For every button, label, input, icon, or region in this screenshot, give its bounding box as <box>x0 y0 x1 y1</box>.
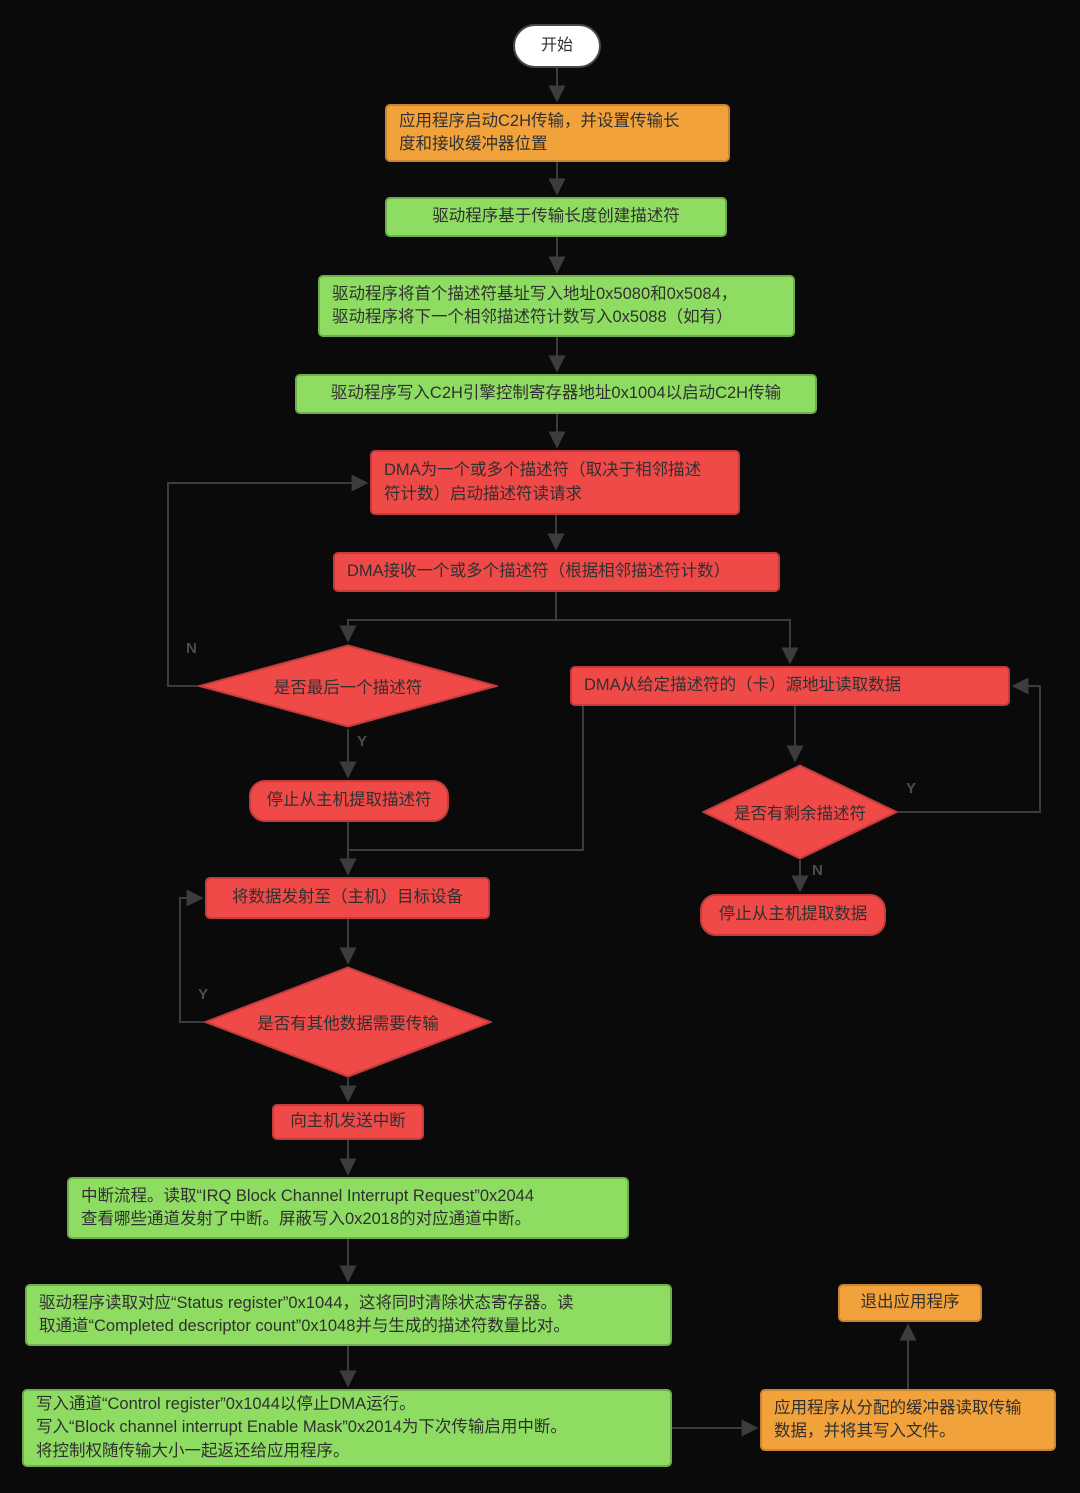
node-app-read-buffer-write-file: 应用程序从分配的缓冲器读取传输 数据，并将其写入文件。 <box>760 1389 1056 1451</box>
decision-label: 是否最后一个描述符 <box>273 679 423 697</box>
node-driver-write-control-register: 驱动程序写入C2H引擎控制寄存器地址0x1004以启动C2H传输 <box>295 374 817 414</box>
edge-label-last-descriptor-no: N <box>186 640 197 657</box>
node-interrupt-flow-read-irq-request: 中断流程。读取“IRQ Block Channel Interrupt Requ… <box>67 1177 629 1239</box>
node-send-interrupt-to-host: 向主机发送中断 <box>272 1104 424 1140</box>
node-write-control-register-stop-dma: 写入通道“Control register”0x1044以停止DMA运行。 写入… <box>22 1389 672 1467</box>
node-stop-fetch-descriptors: 停止从主机提取描述符 <box>249 780 449 822</box>
edge-label-remaining-no: N <box>812 862 823 879</box>
node-driver-read-status-register: 驱动程序读取对应“Status register”0x1044，这将同时清除状态… <box>25 1284 672 1346</box>
node-dma-descriptor-read-request: DMA为一个或多个描述符（取决于相邻描述 符计数）启动描述符读请求 <box>370 450 740 515</box>
decision-more-data-to-transmit: 是否有其他数据需要传输 <box>204 966 492 1078</box>
node-dma-read-data-from-card: DMA从给定描述符的（卡）源地址读取数据 <box>570 666 1010 706</box>
node-driver-write-descriptor-base: 驱动程序将首个描述符基址写入地址0x5080和0x5084， 驱动程序将下一个相… <box>318 275 795 337</box>
node-dma-receive-descriptors: DMA接收一个或多个描述符（根据相邻描述符计数） <box>333 552 780 592</box>
node-exit-application: 退出应用程序 <box>838 1284 982 1322</box>
edge-label-last-descriptor-yes: Y <box>357 733 368 750</box>
diamond-shape <box>702 764 898 860</box>
node-driver-create-descriptors: 驱动程序基于传输长度创建描述符 <box>385 197 727 237</box>
node-start: 开始 <box>513 24 601 68</box>
edge-label-more-data-yes: Y <box>198 986 209 1003</box>
decision-is-last-descriptor: 是否最后一个描述符 <box>198 644 498 728</box>
edge-label-remaining-yes: Y <box>906 780 917 797</box>
diamond-shape <box>198 644 498 728</box>
node-transmit-data-to-host: 将数据发射至（主机）目标设备 <box>205 877 490 919</box>
decision-label: 是否有其他数据需要传输 <box>257 1015 439 1033</box>
node-stop-fetch-data: 停止从主机提取数据 <box>700 894 886 936</box>
node-app-start-c2h: 应用程序启动C2H传输，并设置传输长 度和接收缓冲器位置 <box>385 104 730 162</box>
decision-label: 是否有剩余描述符 <box>734 805 866 823</box>
decision-remaining-descriptors: 是否有剩余描述符 <box>702 764 898 860</box>
diamond-shape <box>204 966 492 1078</box>
